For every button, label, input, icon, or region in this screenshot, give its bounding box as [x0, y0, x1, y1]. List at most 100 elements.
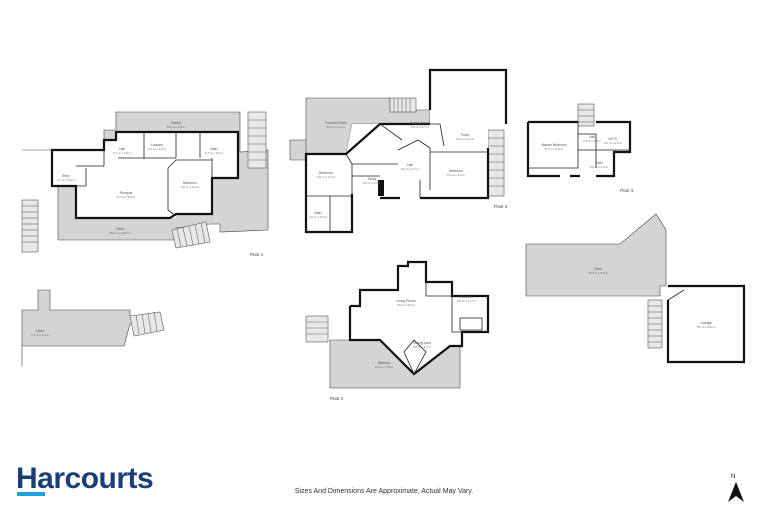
svg-text:Deck: Deck	[116, 227, 124, 231]
svg-text:4.6 m x 3.1 m: 4.6 m x 3.1 m	[317, 175, 336, 179]
room-family-room: Family Room 6.3 m x 6.7 m	[410, 121, 430, 129]
room-pantry: Pantry 6.0 m x 2.0 m	[167, 121, 186, 129]
logo-accent-bar	[17, 492, 45, 496]
svg-text:5.5 m x 6.2 m: 5.5 m x 6.2 m	[697, 325, 716, 329]
svg-text:7.9 m x 5.8 m: 7.9 m x 5.8 m	[31, 333, 50, 337]
floor-4-label: Floor 4	[620, 188, 634, 193]
svg-text:Bedroom: Bedroom	[449, 169, 463, 173]
floor-1-stairs-right	[247, 111, 267, 169]
svg-text:Bath: Bath	[315, 211, 322, 215]
disclaimer-text: Sizes And Dimensions Are Approximate, Ac…	[294, 488, 474, 495]
floor-2-large-deck	[525, 213, 667, 297]
svg-text:Hall: Hall	[119, 147, 125, 151]
svg-text:Garage: Garage	[700, 321, 711, 325]
room-bath-f1: Bath 2.7 m x 1.5 m	[205, 147, 224, 155]
floor-3-plan: Covered Patio 5.0 m x 4.2 m Family Room …	[289, 68, 508, 234]
floor-2-deck-garage: Deck 18.0 m x 8.0 m Garage 5.5 m x 6.2 m	[525, 213, 746, 364]
floor-2-stairs-left	[305, 315, 329, 343]
svg-text:3.6 m x 2.1 m: 3.6 m x 2.1 m	[363, 181, 382, 185]
svg-text:3.7 m x 1.8 m: 3.7 m x 1.8 m	[113, 151, 132, 155]
floor-3-walls	[304, 68, 508, 234]
room-kitchen: Kitchen 3.9 m x 4.1 m	[457, 295, 476, 303]
garage-walls	[666, 284, 746, 364]
north-label: N	[731, 474, 735, 480]
room-garage: Garage 5.5 m x 6.2 m	[697, 321, 716, 329]
svg-text:6.0 m x 2.0 m: 6.0 m x 2.0 m	[167, 125, 186, 129]
svg-text:4.8 m x 3.7 m: 4.8 m x 3.7 m	[413, 345, 432, 349]
north-arrow-shape	[728, 482, 744, 502]
room-bedroom-f1: Bedroom 4.0 m x 4.2 m	[181, 181, 200, 189]
svg-text:Hall: Hall	[589, 135, 595, 139]
room-rumpus: Rumpus 8.7 m x 5.8 m	[117, 191, 136, 199]
room-living-room: Living Room 9.0 m x 6.6 m	[397, 299, 416, 307]
svg-text:Living Room: Living Room	[397, 299, 416, 303]
svg-text:Balcony: Balcony	[378, 361, 390, 365]
svg-text:3.4 m x 1.8 m: 3.4 m x 1.8 m	[583, 139, 602, 143]
svg-text:Porch: Porch	[461, 133, 470, 137]
floor-2-deck-plan: Deck 7.9 m x 5.8 m	[21, 289, 165, 366]
room-porch: Porch 4.0 m x 2.4 m	[456, 133, 475, 141]
room-deck-f1: Deck 18.0 m x 10.5 m	[109, 227, 131, 235]
svg-text:Study: Study	[368, 177, 377, 181]
room-bath-f4: Bath 2.0 m x 2.0 m	[590, 161, 609, 169]
room-hall-f1: Hall 3.7 m x 1.8 m	[113, 147, 132, 155]
svg-text:2.1 m x 1.5 m: 2.1 m x 1.5 m	[148, 147, 167, 151]
room-dining-area: Dining Area 4.8 m x 3.7 m	[413, 341, 432, 349]
room-laundry: Laundry 2.1 m x 1.5 m	[148, 143, 167, 151]
floor-1-label: Floor 1	[250, 252, 264, 257]
svg-text:9.4 m x 7.8 m: 9.4 m x 7.8 m	[375, 365, 394, 369]
floor-4-plan: Master Bedroom 5.7 m x 4.8 m Hall 3.4 m …	[526, 103, 634, 193]
svg-text:Covered Patio: Covered Patio	[325, 121, 347, 125]
svg-text:8.7 m x 5.8 m: 8.7 m x 5.8 m	[117, 195, 136, 199]
svg-text:3.1 m x 3.1 m: 3.1 m x 3.1 m	[447, 173, 466, 177]
floor-1-stairs-left	[21, 199, 39, 253]
floor-1-plan: Pantry 6.0 m x 2.0 m Hall 3.7 m x 1.8 m …	[21, 111, 269, 257]
svg-text:2.0 m x 1.5 m: 2.0 m x 1.5 m	[604, 141, 623, 145]
svg-text:Dining Area: Dining Area	[413, 341, 431, 345]
svg-text:2.0 m x 2.0 m: 2.0 m x 2.0 m	[309, 215, 328, 219]
svg-text:Entry: Entry	[62, 174, 70, 178]
svg-text:Master Bedroom: Master Bedroom	[541, 143, 566, 147]
floor-2-deck-stairs	[129, 311, 165, 337]
room-bedroom-f3-a: Bedroom 4.6 m x 3.1 m	[317, 171, 336, 179]
svg-text:Deck: Deck	[594, 267, 602, 271]
svg-text:6.3 m x 6.7 m: 6.3 m x 6.7 m	[411, 125, 430, 129]
north-arrow-icon: N	[728, 474, 744, 502]
svg-text:3.9 m x 4.1 m: 3.9 m x 4.1 m	[457, 299, 476, 303]
room-entry: Entry 3.7 m x 3.0 m	[57, 174, 76, 182]
svg-text:Laundry: Laundry	[151, 143, 164, 147]
room-study: Study 3.6 m x 2.1 m	[363, 177, 382, 185]
svg-text:Deck: Deck	[36, 329, 44, 333]
svg-text:18.0 m x 8.0 m: 18.0 m x 8.0 m	[588, 271, 608, 275]
floor-4-stairs	[577, 103, 595, 127]
svg-text:Hall: Hall	[407, 163, 413, 167]
floor-3-label: Floor 3	[494, 204, 508, 209]
svg-text:2.7 m x 1.5 m: 2.7 m x 1.5 m	[205, 151, 224, 155]
harcourts-logo: Harcourts	[16, 462, 154, 495]
room-hall-f3: Hall 4.6 m x 1.7 m	[401, 163, 420, 171]
floor-2-label: Floor 2	[330, 396, 344, 401]
room-balcony: Balcony 9.4 m x 7.8 m	[375, 361, 394, 369]
svg-text:Bedroom: Bedroom	[319, 171, 333, 175]
svg-text:4.0 m x 2.4 m: 4.0 m x 2.4 m	[456, 137, 475, 141]
room-master-bedroom: Master Bedroom 5.7 m x 4.8 m	[541, 143, 566, 151]
room-hall-f4: Hall 3.4 m x 1.8 m	[583, 135, 602, 143]
svg-text:Pantry: Pantry	[171, 121, 181, 125]
floor-4-walls	[526, 120, 632, 178]
svg-text:Rumpus: Rumpus	[120, 191, 133, 195]
floor-3-stairs-top	[389, 97, 417, 113]
svg-text:4.6 m x 1.7 m: 4.6 m x 1.7 m	[401, 167, 420, 171]
floor-3-fireplace	[378, 180, 384, 196]
svg-text:Bath: Bath	[596, 161, 603, 165]
svg-text:Bedroom: Bedroom	[183, 181, 197, 185]
svg-text:9.0 m x 6.6 m: 9.0 m x 6.6 m	[397, 303, 416, 307]
svg-text:18.0 m x 10.5 m: 18.0 m x 10.5 m	[109, 231, 131, 235]
svg-text:Family Room: Family Room	[410, 121, 430, 125]
svg-text:3.7 m x 3.0 m: 3.7 m x 3.0 m	[57, 178, 76, 182]
svg-text:Kitchen: Kitchen	[460, 295, 471, 299]
svg-text:Bath: Bath	[211, 147, 218, 151]
room-bath-f3: Bath 2.0 m x 2.0 m	[309, 211, 328, 219]
room-deck-f2: Deck 7.9 m x 5.8 m	[31, 329, 50, 337]
floor-2-plan: Living Room 9.0 m x 6.6 m Kitchen 3.9 m …	[305, 260, 490, 401]
